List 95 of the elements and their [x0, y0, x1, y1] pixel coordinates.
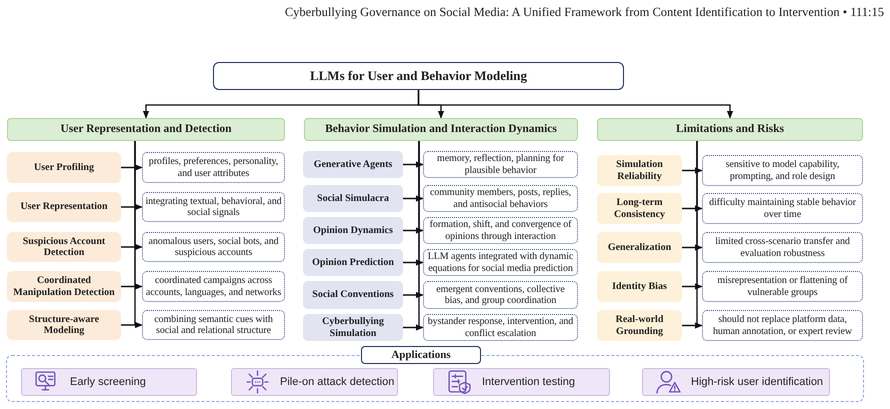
node-label: Behavior Simulation and Interaction Dynamics — [325, 122, 557, 136]
topic-box — [303, 249, 403, 276]
description-box — [423, 185, 578, 212]
node-label: Structure-aware Modeling — [28, 314, 100, 336]
topic-box — [7, 310, 121, 340]
arrow — [403, 161, 424, 168]
description-box — [702, 232, 863, 263]
description-box — [702, 271, 863, 302]
description-box — [423, 151, 578, 178]
arrow — [403, 227, 424, 234]
description-box — [702, 155, 863, 186]
description-box — [423, 217, 578, 244]
node-label: difficulty maintaining stable behavior over time — [708, 197, 857, 220]
topic-box — [7, 271, 121, 302]
category-box — [597, 118, 863, 141]
running-header: Cyberbullying Governance on Social Media: A Unified Framework from Content Identification to Intervention • 111:15 — [284, 5, 884, 20]
node-label: Limitations and Risks — [676, 122, 784, 136]
topic-box — [303, 217, 403, 244]
description-box — [142, 152, 285, 183]
node-label: Pile-on attack detection — [280, 376, 394, 388]
node-label: formation, shift, and convergence of opinions through interaction — [428, 219, 572, 242]
node-label: Long-term Consistency — [612, 197, 666, 220]
topic-box — [597, 271, 682, 302]
arrow — [682, 283, 703, 290]
arrow — [403, 324, 424, 331]
application-card — [231, 368, 398, 396]
arrow — [682, 244, 703, 251]
node-label: emergent conventions, collective bias, and group coordination — [435, 284, 566, 306]
node-label: combining semantic cues with social and relational structure — [153, 314, 274, 336]
arrow — [403, 195, 424, 202]
node-label: should not replace platform data, human annotation, or expert review — [712, 314, 854, 337]
application-card — [21, 368, 197, 396]
node-label: memory, reflection, planning for plausible behavior — [436, 153, 565, 176]
node-label: User Representation — [20, 201, 108, 213]
arrow — [403, 259, 424, 266]
topic-box — [303, 281, 403, 309]
node-label: Intervention testing — [482, 376, 575, 388]
node-label: bystander response, intervention, and conflict escalation — [426, 316, 574, 339]
node-label: LLMs for User and Behavior Modeling — [310, 68, 528, 84]
category-box — [304, 118, 578, 141]
application-card — [642, 368, 830, 396]
node-label: community members, posts, replies, and antisocial behaviors — [428, 187, 572, 210]
root-box — [213, 62, 624, 90]
node-label: Opinion Prediction — [312, 256, 394, 268]
description-box — [423, 281, 578, 309]
node-label: Social Simulacra — [317, 192, 389, 204]
description-box — [142, 310, 285, 340]
node-label: Suspicious Account Detection — [22, 236, 106, 258]
node-label: Simulation Reliability — [615, 159, 664, 182]
topic-box — [7, 192, 121, 222]
node-label: misrepresentation or flattening of vulnerable groups — [716, 275, 849, 298]
node-label: coordinated campaigns across accounts, languages, and networks — [145, 275, 282, 298]
panel-title: Applications — [361, 346, 481, 364]
arrow — [403, 292, 424, 298]
node-label: Cyberbullying Simulation — [321, 316, 385, 339]
arrow — [682, 205, 703, 212]
topic-box — [7, 232, 121, 262]
topic-box — [303, 314, 403, 341]
category-box — [7, 118, 285, 141]
node-label: Generative Agents — [314, 158, 392, 170]
node-label: High-risk user identification — [691, 376, 824, 388]
node-label: User Representation and Detection — [60, 122, 232, 136]
node-label: limited cross-scenario transfer and evaluation robustness — [714, 236, 851, 259]
arrow — [121, 283, 143, 290]
node-label: sensitive to model capability, prompting, and role design — [724, 159, 840, 182]
topic-box — [597, 310, 682, 341]
node-label: integrating textual, behavioral, and social signals — [145, 196, 282, 218]
topic-box — [303, 185, 403, 212]
arrow — [682, 167, 703, 174]
description-box — [702, 310, 863, 341]
node-label: anomalous users, social bots, and suspicious accounts — [147, 236, 280, 258]
node-label: Early screening — [70, 376, 146, 388]
node-label: Generalization — [608, 242, 672, 254]
arrow — [121, 164, 143, 171]
topic-box — [597, 155, 682, 186]
topic-box — [597, 193, 682, 224]
description-box — [702, 193, 863, 224]
node-label: Social Conventions — [312, 289, 394, 301]
node-label: User Profiling — [34, 162, 94, 174]
arrow — [121, 244, 143, 250]
node-label: Opinion Dynamics — [313, 224, 393, 236]
node-label: LLM agents integrated with dynamic equations for social media prediction — [426, 251, 574, 274]
topic-box — [7, 152, 121, 183]
application-card — [433, 368, 610, 396]
topic-box — [303, 151, 403, 178]
node-label: Identity Bias — [612, 280, 667, 292]
arrow — [418, 90, 734, 119]
description-box — [142, 232, 285, 262]
arrow — [121, 322, 143, 328]
node-label: Real-world Grounding — [614, 314, 664, 337]
arrow — [121, 204, 143, 210]
topic-box — [597, 232, 682, 263]
node-label: profiles, preferences, personality, and user attributes — [148, 156, 280, 179]
arrow — [682, 322, 703, 329]
node-label: Coordinated Manipulation Detection — [12, 275, 116, 298]
